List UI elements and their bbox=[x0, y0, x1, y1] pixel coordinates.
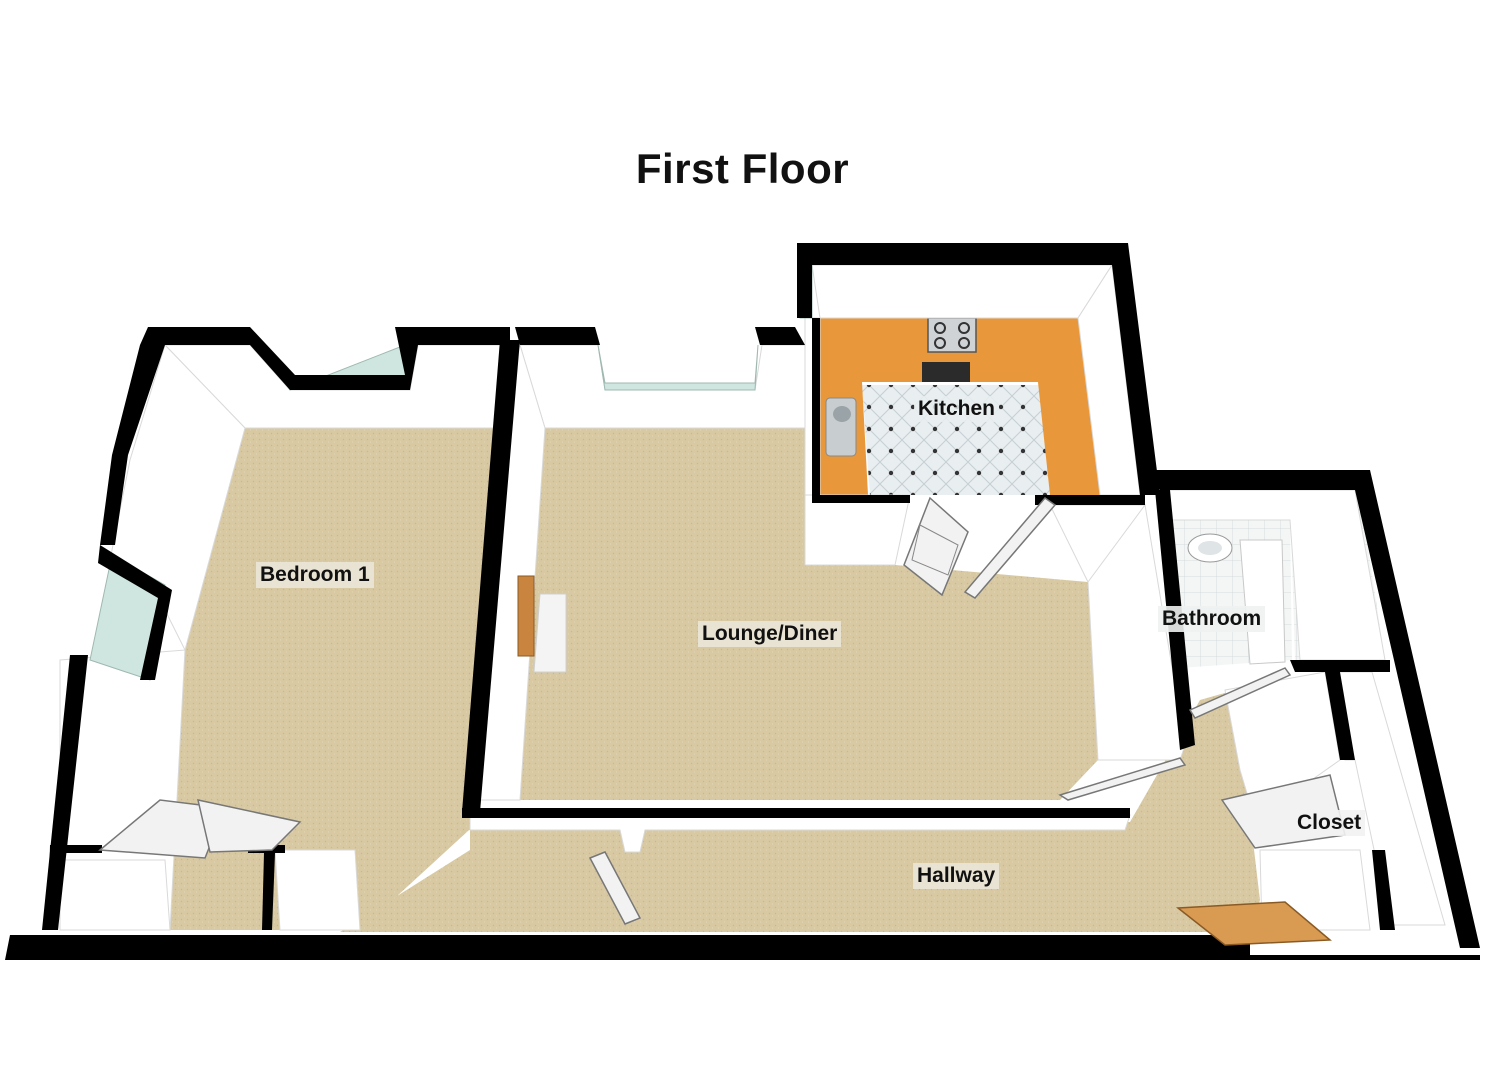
hallway-floor bbox=[340, 690, 1260, 932]
room-label-bathroom: Bathroom bbox=[1158, 606, 1266, 632]
room-label-hallway: Hallway bbox=[913, 863, 1000, 889]
room-label-bedroom: Bedroom 1 bbox=[256, 562, 374, 588]
kitchen-floor bbox=[862, 385, 1050, 495]
lounge-fireplace bbox=[517, 575, 567, 673]
room-label-closet: Closet bbox=[1293, 810, 1366, 836]
wall-tops bbox=[5, 243, 1480, 960]
wall-faces bbox=[59, 263, 1446, 931]
doors bbox=[98, 496, 1346, 946]
page-title: First Floor bbox=[635, 145, 850, 192]
room-label-kitchen: Kitchen bbox=[914, 396, 1000, 422]
lounge-floor bbox=[520, 428, 1098, 800]
kitchen-worktop bbox=[820, 317, 1100, 495]
bedroom-floor bbox=[160, 428, 495, 930]
room-label-lounge: Lounge/Diner bbox=[698, 621, 842, 647]
